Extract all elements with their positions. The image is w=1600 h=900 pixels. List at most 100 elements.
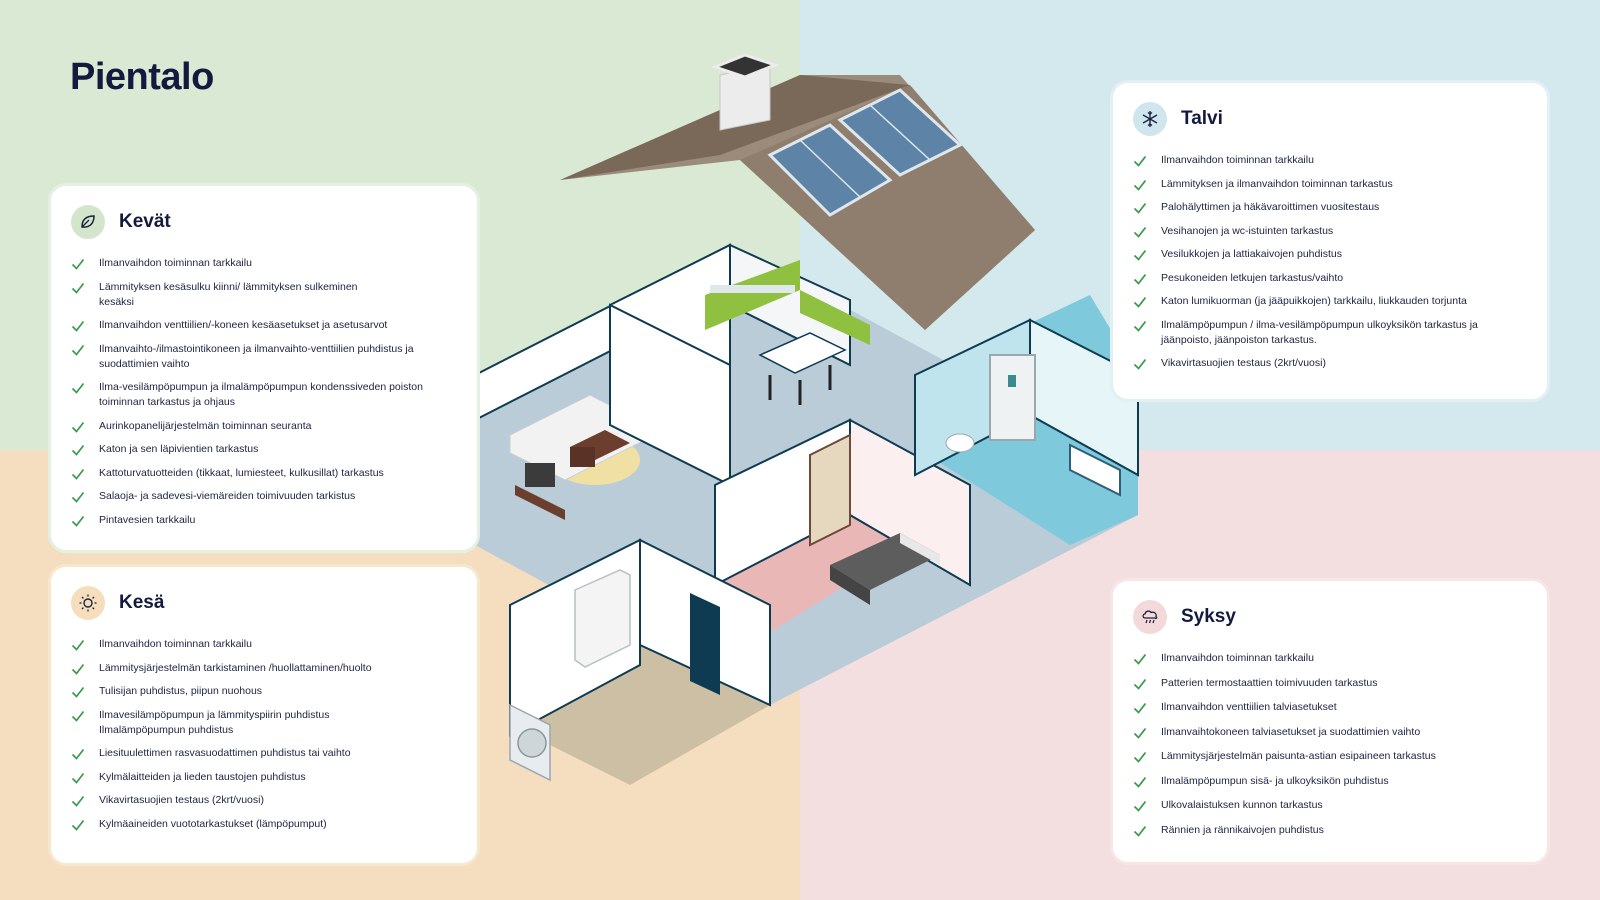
task-item: Ilmanvaihto-/ilmastointikoneen ja ilmanv… <box>71 342 459 372</box>
check-icon <box>71 318 87 333</box>
check-icon <box>71 466 87 481</box>
task-text: Vesihanojen ja wc-istuinten tarkastus <box>1161 224 1334 237</box>
check-icon <box>71 419 87 434</box>
spring-card: Kevät Ilmanvaihdon toiminnan tarkkailu L… <box>48 183 480 553</box>
check-icon <box>1133 356 1149 371</box>
winter-title: Talvi <box>1181 108 1223 129</box>
task-item: Ilmanvaihdon venttiilien talviasetukset <box>1133 700 1529 715</box>
check-icon <box>71 770 87 785</box>
page-title: Pientalo <box>70 56 214 98</box>
task-item: Tulisijan puhdistus, piipun nuohous <box>71 684 459 699</box>
task-text: Ulkovalaistuksen kunnon tarkastus <box>1161 799 1323 811</box>
spring-title: Kevät <box>119 211 171 232</box>
check-icon <box>1133 774 1149 789</box>
check-icon <box>1133 153 1149 168</box>
task-item: Vesilukkojen ja lattiakaivojen puhdistus <box>1133 247 1529 262</box>
task-text: Vikavirtasuojien testaus (2krt/vuosi) <box>1161 357 1326 369</box>
summer-title: Kesä <box>119 592 165 613</box>
check-icon <box>1133 700 1149 715</box>
task-text: Ilmalämpöpumpun / ilma-vesilämpöpumpun u… <box>1161 318 1478 346</box>
task-item: Lämmityksen kesäsulku kiinni/ lämmitykse… <box>71 280 459 310</box>
check-icon <box>1133 823 1149 838</box>
task-item: Ilmanvaihdon venttiilien/-koneen kesäase… <box>71 318 459 333</box>
task-item: Ilma-vesilämpöpumpun ja ilmalämpöpumpun … <box>71 380 459 410</box>
autumn-card: Syksy Ilmanvaihdon toiminnan tarkkailu P… <box>1110 578 1550 865</box>
task-item: Kattoturvatuotteiden (tikkaat, lumiestee… <box>71 466 459 481</box>
task-item: Pesukoneiden letkujen tarkastus/vaihto <box>1133 271 1529 286</box>
sun-icon <box>71 586 105 620</box>
check-icon <box>1133 177 1149 192</box>
autumn-title: Syksy <box>1181 606 1236 627</box>
task-item: Ilmanvaihdon toiminnan tarkkailu <box>71 637 459 652</box>
check-icon <box>71 442 87 457</box>
task-text: Ilma-vesilämpöpumpun ja ilmalämpöpumpun … <box>99 381 423 408</box>
check-icon <box>71 684 87 699</box>
check-icon <box>71 342 87 357</box>
winter-header: Talvi <box>1133 101 1223 137</box>
check-icon <box>71 793 87 808</box>
task-item: Kylmäaineiden vuototarkastukset (lämpöpu… <box>71 817 459 832</box>
check-icon <box>1133 271 1149 286</box>
rain-cloud-icon <box>1133 600 1167 634</box>
task-text: Ilmanvaihdon toiminnan tarkkailu <box>99 257 252 269</box>
task-text: Ilmanvaihdon venttiilien/-koneen kesäase… <box>99 319 388 331</box>
task-text: Ilmalämpöpumpun sisä- ja ulkoyksikön puh… <box>1161 774 1389 787</box>
check-icon <box>1133 725 1149 740</box>
task-text: Ilmanvaihdon toiminnan tarkkailu <box>1161 652 1314 664</box>
spring-task-list: Ilmanvaihdon toiminnan tarkkailu Lämmity… <box>71 256 459 528</box>
task-item: Vikavirtasuojien testaus (2krt/vuosi) <box>1133 356 1529 371</box>
winter-task-list: Ilmanvaihdon toiminnan tarkkailu Lämmity… <box>1133 153 1529 371</box>
task-text: Rännien ja rännikaivojen puhdistus <box>1161 823 1324 836</box>
check-icon <box>71 708 87 723</box>
task-text: Aurinkopanelijärjestelmän toiminnan seur… <box>99 419 312 432</box>
task-text: Patterien termostaattien toimivuuden tar… <box>1161 676 1378 689</box>
check-icon <box>71 513 87 528</box>
task-text: Kylmälaitteiden ja lieden taustojen puhd… <box>99 770 306 783</box>
task-text: Pesukoneiden letkujen tarkastus/vaihto <box>1161 271 1344 284</box>
task-item: Lämmitysjärjestelmän paisunta-astian esi… <box>1133 749 1529 764</box>
task-item: Ilmanvaihdon toiminnan tarkkailu <box>1133 153 1529 168</box>
check-icon <box>1133 798 1149 813</box>
check-icon <box>71 746 87 761</box>
task-item: Lämmityksen ja ilmanvaihdon toiminnan ta… <box>1133 177 1529 192</box>
task-item: Ulkovalaistuksen kunnon tarkastus <box>1133 798 1529 813</box>
task-text: Pintavesien tarkkailu <box>99 513 196 526</box>
task-item: Vesihanojen ja wc-istuinten tarkastus <box>1133 224 1529 239</box>
check-icon <box>1133 200 1149 215</box>
check-icon <box>1133 294 1149 309</box>
check-icon <box>1133 651 1149 666</box>
check-icon <box>71 661 87 676</box>
task-item: Katon ja sen läpivientien tarkastus <box>71 442 459 457</box>
task-item: Aurinkopanelijärjestelmän toiminnan seur… <box>71 419 459 434</box>
winter-card: Talvi Ilmanvaihdon toiminnan tarkkailu L… <box>1110 80 1550 402</box>
task-item: Pintavesien tarkkailu <box>71 513 459 528</box>
task-text: Katon lumikuorman (ja jääpuikkojen) tark… <box>1161 295 1467 307</box>
task-item: Ilmalämpöpumpun sisä- ja ulkoyksikön puh… <box>1133 774 1529 789</box>
task-text: Ilmanvaihtokoneen talviasetukset ja suod… <box>1161 725 1421 738</box>
task-item: Rännien ja rännikaivojen puhdistus <box>1133 823 1529 838</box>
house-illustration <box>474 53 1139 785</box>
task-text: Ilmavesilämpöpumpun ja lämmityspiirin pu… <box>99 708 330 736</box>
check-icon <box>1133 224 1149 239</box>
check-icon <box>71 380 87 395</box>
check-icon <box>1133 749 1149 764</box>
task-text: Katon ja sen läpivientien tarkastus <box>99 443 259 455</box>
check-icon <box>71 489 87 504</box>
task-text: Lämmitysjärjestelmän tarkistaminen /huol… <box>99 661 372 674</box>
task-item: Salaoja- ja sadevesi-viemäreiden toimivu… <box>71 489 459 504</box>
autumn-header: Syksy <box>1133 599 1236 635</box>
spring-header: Kevät <box>71 204 171 240</box>
task-item: Palohälyttimen ja häkävaroittimen vuosit… <box>1133 200 1529 215</box>
task-text: Kattoturvatuotteiden (tikkaat, lumiestee… <box>99 466 384 479</box>
check-icon <box>1133 676 1149 691</box>
task-text: Liesituulettimen rasvasuodattimen puhdis… <box>99 747 351 759</box>
task-item: Katon lumikuorman (ja jääpuikkojen) tark… <box>1133 294 1529 309</box>
task-item: Ilmanvaihdon toiminnan tarkkailu <box>1133 651 1529 666</box>
task-text: Kylmäaineiden vuototarkastukset (lämpöpu… <box>99 817 327 830</box>
task-text: Vesilukkojen ja lattiakaivojen puhdistus <box>1161 248 1342 260</box>
task-text: Ilmanvaihto-/ilmastointikoneen ja ilmanv… <box>99 342 414 370</box>
task-item: Kylmälaitteiden ja lieden taustojen puhd… <box>71 770 459 785</box>
task-item: Ilmalämpöpumpun / ilma-vesilämpöpumpun u… <box>1133 318 1529 348</box>
task-text: Salaoja- ja sadevesi-viemäreiden toimivu… <box>99 490 356 502</box>
task-item: Patterien termostaattien toimivuuden tar… <box>1133 676 1529 691</box>
